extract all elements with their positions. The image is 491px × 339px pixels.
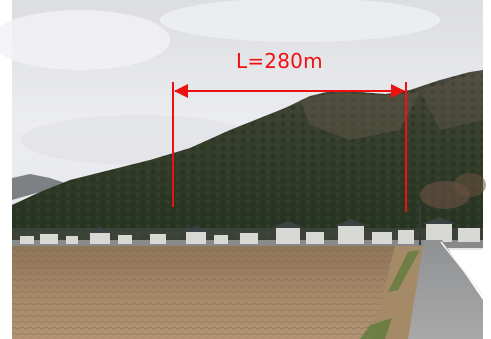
road xyxy=(408,240,483,339)
distant-hill xyxy=(12,174,68,200)
dimension-annotation xyxy=(172,82,407,212)
dimension-label: L=280m xyxy=(236,49,323,73)
houses xyxy=(20,224,480,244)
arrow-left-head xyxy=(174,84,188,98)
arrow-right-head xyxy=(391,84,405,98)
